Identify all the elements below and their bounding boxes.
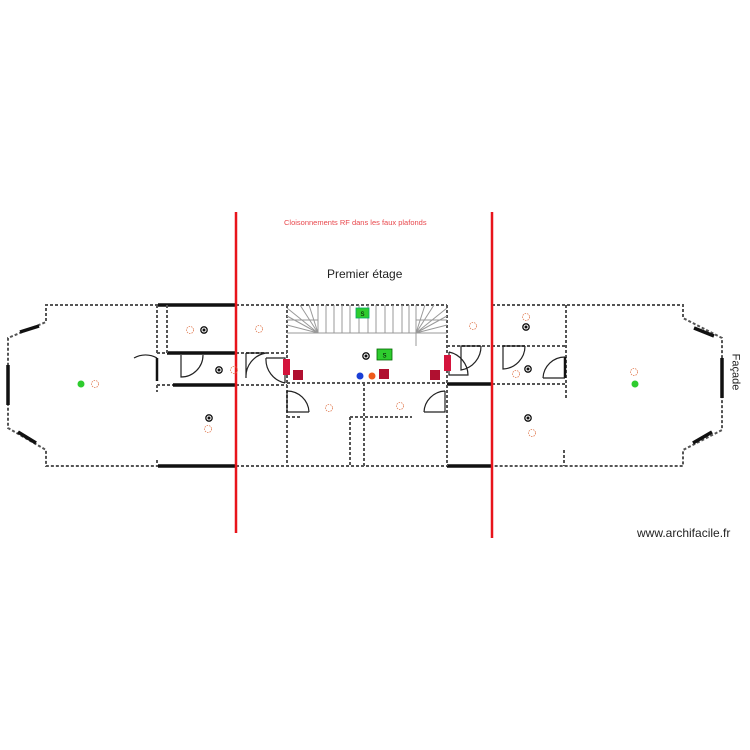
emergency-light-icon xyxy=(200,326,208,334)
emergency-light-icon xyxy=(215,366,223,374)
emergency-light-icon xyxy=(205,414,213,422)
firewall-annotation: Cloisonnements RF dans les faux plafonds xyxy=(284,218,427,227)
solid-walls xyxy=(6,303,724,468)
watermark: www.archifacile.fr xyxy=(637,526,731,540)
exit-point-icon xyxy=(631,380,639,388)
facade-label: Façade xyxy=(729,353,742,391)
smoke-detector-icon xyxy=(630,368,638,376)
fire-alarm-button-icon xyxy=(379,369,389,379)
smoke-detector-icon xyxy=(512,370,520,378)
exit-sign-icon xyxy=(376,348,393,361)
smoke-detector-icon xyxy=(91,380,99,388)
interior-partitions xyxy=(156,305,567,466)
smoke-detector-icon xyxy=(255,325,263,333)
smoke-detector-icon xyxy=(396,402,404,410)
smoke-detector-icon xyxy=(469,322,477,330)
exit-sign-label: S xyxy=(382,354,386,360)
smoke-detector-icon xyxy=(230,366,238,374)
fire-alarm-button-icon xyxy=(293,370,303,380)
blue-marker-icon xyxy=(356,372,364,380)
exit-point-icon xyxy=(77,380,85,388)
fire-alarm-button-icon xyxy=(430,370,440,380)
orange-marker-icon xyxy=(368,372,376,380)
stair-sign-label: S xyxy=(360,312,364,318)
exit-sign-icon xyxy=(355,307,370,319)
floor-title: Premier étage xyxy=(327,267,403,281)
smoke-detector-icon xyxy=(522,313,530,321)
smoke-detector-icon xyxy=(186,326,194,334)
fire-extinguisher-icon xyxy=(283,359,290,375)
emergency-light-icon xyxy=(522,323,530,331)
emergency-light-icon xyxy=(524,365,532,373)
smoke-detector-icon xyxy=(204,425,212,433)
staircase xyxy=(286,304,448,346)
smoke-detector-icons xyxy=(91,313,638,437)
fire-extinguisher-icon xyxy=(444,355,451,371)
doors xyxy=(133,345,567,413)
emergency-light-icon xyxy=(524,414,532,422)
emergency-light-icons xyxy=(200,323,532,422)
smoke-detector-icon xyxy=(325,404,333,412)
smoke-detector-icon xyxy=(528,429,536,437)
emergency-light-icon xyxy=(362,352,370,360)
